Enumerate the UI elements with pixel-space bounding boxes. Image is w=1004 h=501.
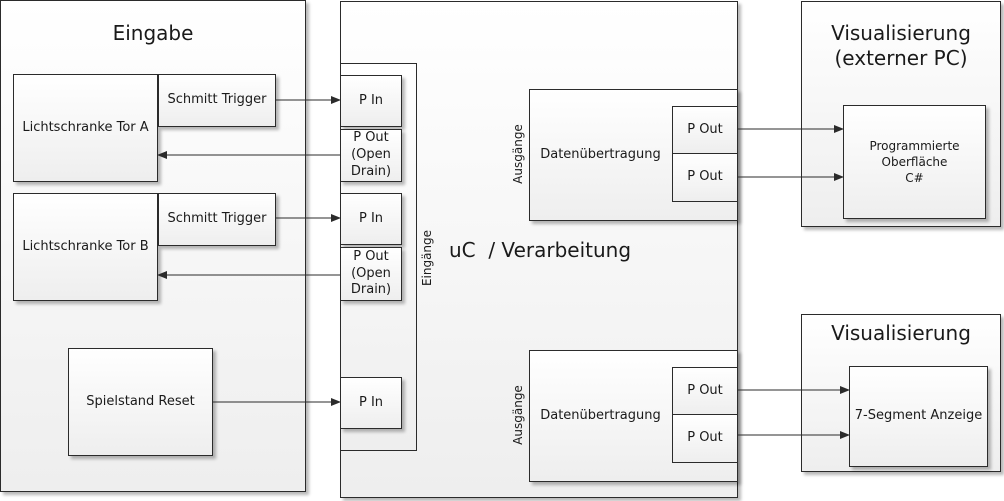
lichtschranke-tor-a-label: Lichtschranke Tor A — [22, 119, 149, 135]
7-segment-anzeige — [849, 366, 988, 467]
lichtschranke-tor-a — [13, 74, 158, 182]
visualisierung-7seg-title: Visualisierung — [831, 320, 971, 345]
pin-p-out-b-line2: (Open — [351, 265, 391, 281]
spielstand-reset-label: Spielstand Reset — [86, 393, 195, 409]
lichtschranke-tor-b-label: Lichtschranke Tor B — [22, 238, 149, 254]
pin-p-in-reset-label: P In — [358, 394, 384, 410]
p-out-top-1 — [672, 106, 738, 154]
pin-p-out-b-line3: Drain) — [350, 282, 392, 298]
datenuebertragung-top-label: Datenübertragung — [540, 146, 661, 162]
pin-p-out-a-line3: Drain) — [350, 163, 392, 179]
schmitt-trigger-a — [158, 74, 276, 127]
datenuebertragung-bottom-label: Datenübertragung — [540, 407, 661, 423]
pin-p-out-a-line2: (Open — [351, 147, 391, 163]
programmierte-oberflaeche-label: Programmierte Oberfläche C# — [843, 105, 986, 219]
uc-title: uC / Verarbeitung — [448, 237, 632, 262]
programmierte-oberflaeche-line2: Oberfläche — [881, 154, 948, 169]
pin-p-in-reset — [340, 377, 402, 429]
p-out-top-1-label: P Out — [687, 121, 723, 137]
schmitt-trigger-b — [158, 193, 276, 246]
pin-p-in-b — [340, 193, 402, 245]
p-out-top-2-label: P Out — [687, 169, 723, 185]
p-out-bottom-2-label: P Out — [687, 430, 723, 446]
eingabe-title: Eingabe — [112, 20, 194, 45]
programmierte-oberflaeche-line3: C# — [905, 171, 924, 186]
visualisierung-pc-title: Visualisierung (externer PC) — [801, 18, 1001, 74]
visualisierung-pc-title-line2: (externer PC) — [834, 46, 968, 70]
lichtschranke-tor-b — [13, 193, 158, 301]
p-out-bottom-1 — [672, 367, 738, 415]
schmitt-trigger-b-label: Schmitt Trigger — [167, 211, 267, 227]
pin-p-out-b-label: P Out (Open Drain) — [340, 247, 402, 301]
pin-p-in-a — [340, 75, 402, 127]
p-out-top-2 — [672, 153, 738, 202]
p-out-bottom-1-label: P Out — [687, 382, 723, 398]
programmierte-oberflaeche-line1: Programmierte — [869, 138, 960, 153]
spielstand-reset — [68, 348, 213, 456]
pin-p-out-b — [340, 247, 402, 301]
pin-p-out-a-line1: P Out — [353, 130, 389, 146]
programmierte-oberflaeche — [843, 105, 986, 219]
7-segment-anzeige-label: 7-Segment Anzeige — [854, 408, 983, 424]
visualisierung-pc-title-line1: Visualisierung — [831, 21, 971, 45]
pin-p-out-a-label: P Out (Open Drain) — [340, 129, 402, 182]
pin-p-in-b-label: P In — [358, 210, 384, 226]
pin-p-out-a — [340, 129, 402, 182]
schmitt-trigger-a-label: Schmitt Trigger — [167, 92, 267, 108]
p-out-bottom-2 — [672, 414, 738, 463]
pin-p-out-b-line1: P Out — [353, 248, 389, 264]
pin-p-in-a-label: P In — [358, 92, 384, 108]
